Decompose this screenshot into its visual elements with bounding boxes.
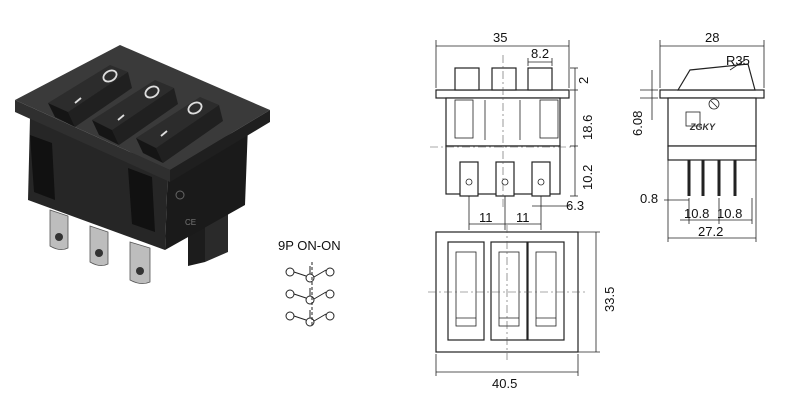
circuit-symbol (285, 262, 335, 327)
dim-pin-width: 0.8 (640, 191, 658, 206)
svg-text:CE: CE (185, 218, 196, 227)
circuit-label: 9P ON-ON (278, 238, 341, 253)
dim-side-width: 28 (705, 30, 719, 45)
brand-logo: ZGKY (689, 122, 716, 132)
dim-total: 27.2 (698, 224, 723, 239)
dim-pitch-top: 8.2 (531, 46, 549, 61)
dim-side-height: 6.08 (630, 111, 645, 136)
bottom-view (428, 225, 600, 376)
dim-width: 35 (493, 30, 507, 45)
front-view (430, 40, 578, 230)
dim-bottom-width: 40.5 (492, 376, 517, 391)
dim-top-gap: 2 (576, 77, 591, 84)
side-view (640, 40, 765, 242)
dim-terminal: 10.2 (580, 165, 595, 190)
dim-pitch-2: 10.8 (717, 206, 742, 221)
dim-height: 18.6 (580, 115, 595, 140)
dim-pitch-1: 10.8 (684, 206, 709, 221)
dim-radius: R35 (726, 53, 750, 68)
dim-spacing-2: 11 (516, 210, 530, 225)
dim-pin-gap: 6.3 (566, 198, 584, 213)
dim-spacing-1: 11 (479, 210, 493, 225)
dim-bottom-height: 33.5 (602, 287, 617, 312)
switch-photo: CE (15, 45, 270, 284)
